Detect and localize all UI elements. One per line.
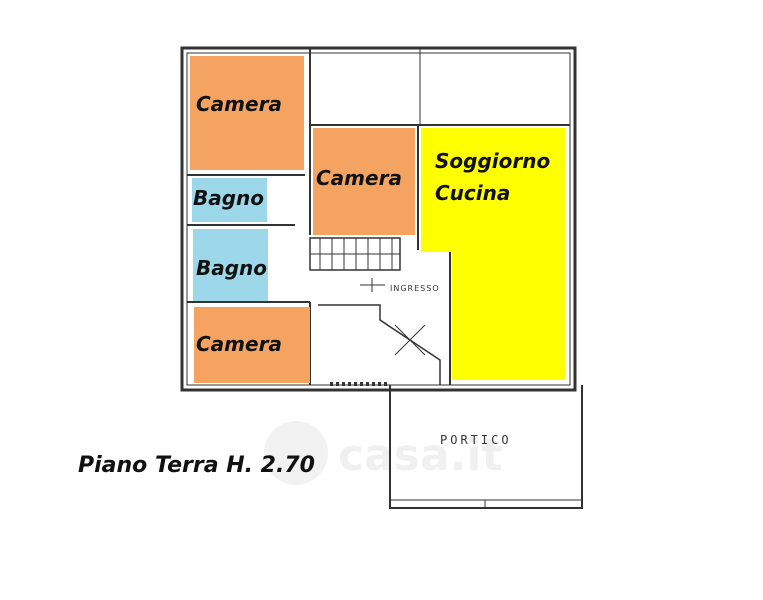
ingresso-label: INGRESSO: [390, 284, 440, 293]
room-camera-3: Camera: [194, 307, 310, 383]
room-bagno-2-label: Bagno: [196, 256, 267, 280]
room-bagno-2: Bagno: [193, 229, 268, 301]
walls: [180, 46, 583, 509]
watermark: casa.it: [264, 421, 502, 485]
room-bagno-1: Bagno: [192, 178, 267, 222]
room-camera-2-label: Camera: [316, 166, 402, 190]
room-camera-1: Camera: [190, 56, 304, 170]
room-soggiorno-cucina: Soggiorno Cucina: [421, 128, 565, 380]
room-camera-3-label: Camera: [196, 332, 282, 356]
room-camera-3-fill: [194, 307, 310, 383]
room-soggiorno-label: Soggiorno: [435, 149, 550, 173]
watermark-text: casa.it: [338, 430, 502, 481]
room-soggiorno-cucina-fill: [421, 128, 565, 380]
room-bagno-1-fill: [192, 178, 267, 222]
room-camera-1-label: Camera: [196, 92, 282, 116]
room-camera-2-fill: [313, 128, 415, 235]
portico-label: PORTICO: [440, 433, 512, 447]
room-bagno-1-label: Bagno: [193, 186, 264, 210]
room-camera-1-fill: [190, 56, 304, 170]
room-camera-2: Camera: [313, 128, 415, 235]
room-bagno-2-fill: [193, 229, 268, 301]
floor-title: Piano Terra H. 2.70: [78, 453, 315, 478]
room-cucina-label: Cucina: [435, 181, 510, 205]
